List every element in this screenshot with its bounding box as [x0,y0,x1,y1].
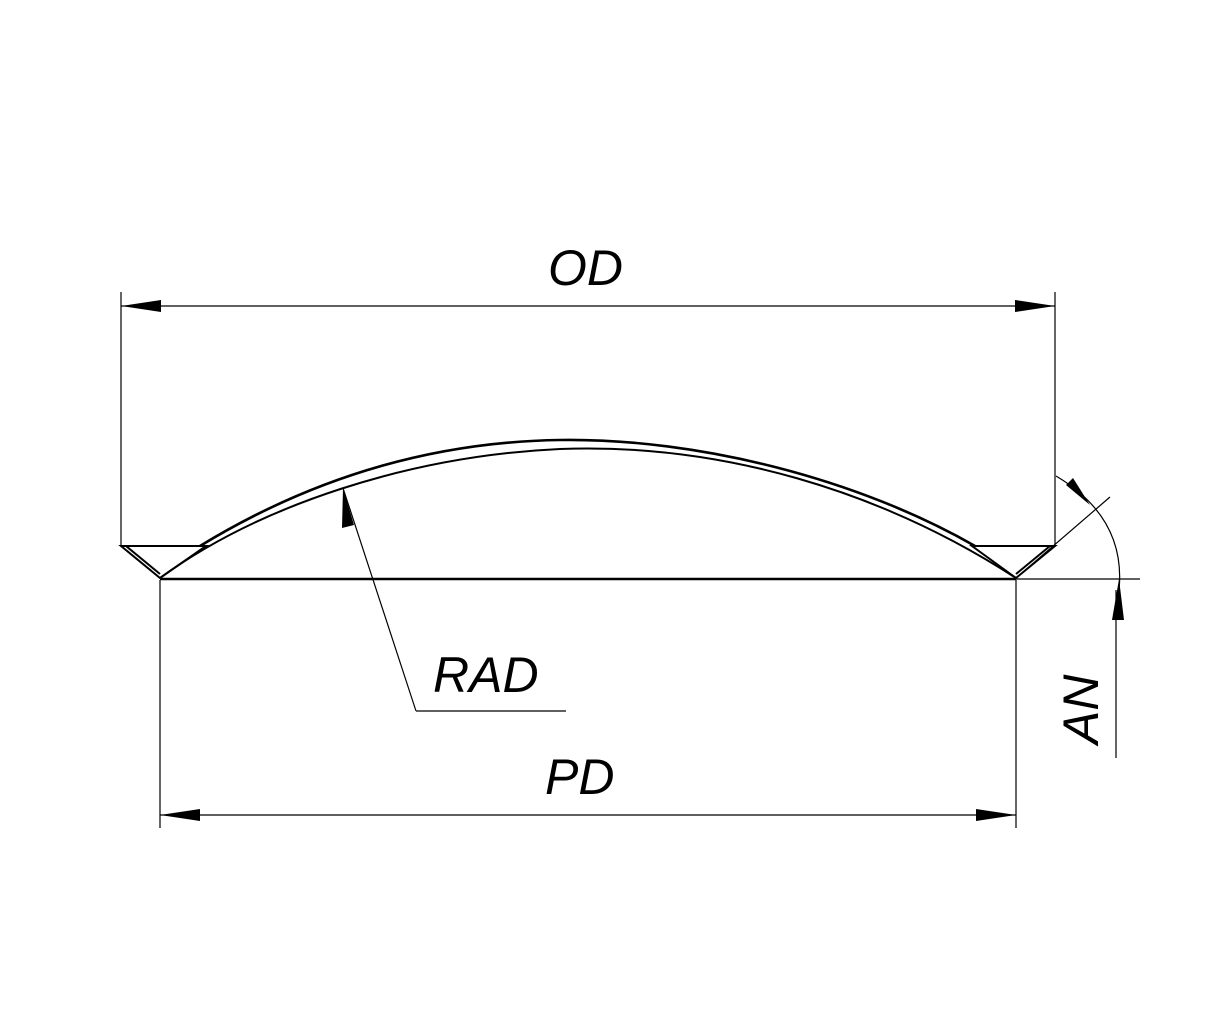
angle-arrow-top [1066,478,1090,505]
left-flange-inner [125,545,161,575]
right-flange-inner [1015,545,1051,575]
angle-label: AN [1053,674,1109,747]
dome-inner-arc [159,447,1017,579]
od-dimension: OD [120,240,1056,546]
right-flange [968,545,1058,580]
pd-dimension: PD [159,580,1017,828]
od-arrow-right [1015,300,1055,312]
dome-profile [118,438,1058,581]
angle-arc [1055,475,1121,599]
od-arrow-left [121,300,161,312]
angle-slope-extension [1015,496,1111,579]
rad-leader: RAD [342,487,566,712]
angle-arrow-bottom [1112,579,1124,620]
rad-label: RAD [433,647,539,703]
od-label: OD [548,240,623,296]
pd-arrow-right [976,809,1016,821]
pd-label: PD [545,749,614,805]
rad-leader-line [342,487,417,712]
rad-arrow [342,488,354,528]
dome-outer-arc [199,438,976,548]
left-flange [118,545,210,580]
angle-dimension: AN [1015,475,1140,758]
pd-arrow-left [160,809,200,821]
